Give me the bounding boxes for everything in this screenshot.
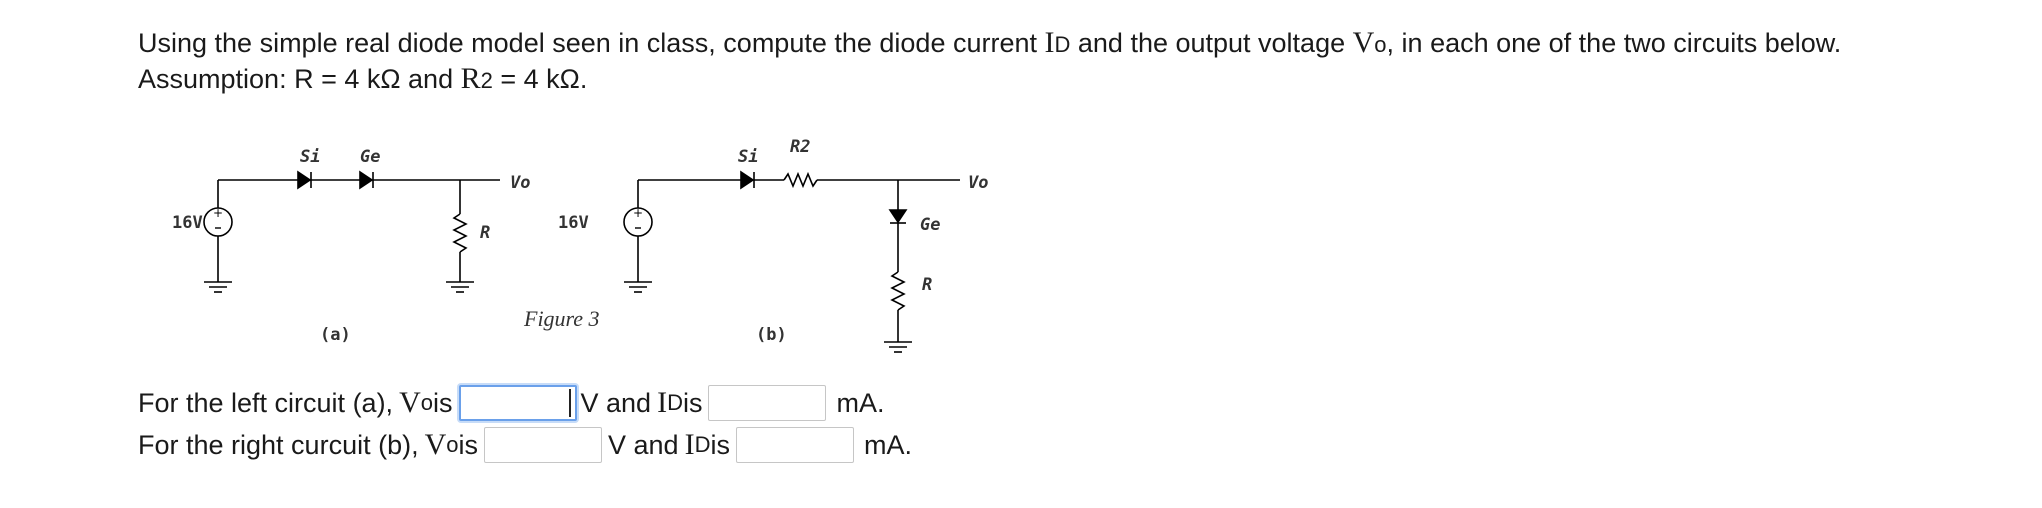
question-text-part: and the output voltage [1070, 28, 1353, 58]
resistor-r2-b-icon [783, 171, 818, 189]
assumption-text: Assumption: R = 4 kΩ and [138, 64, 461, 94]
answer-b-id-symbol: I [684, 428, 695, 461]
answer-a-id-symbol: I [657, 386, 668, 419]
svg-text:+: + [633, 206, 643, 220]
answer-a-vo-subscript: o [420, 390, 433, 415]
vo-b-input[interactable] [484, 427, 603, 463]
answer-a-id-subscript: D [667, 390, 683, 415]
output-voltage-symbol: V [1352, 26, 1375, 59]
question-text-part: Using the simple real diode model seen i… [138, 28, 1045, 58]
answer-b-is-text: is [458, 429, 479, 460]
source-b-label: 16V [558, 213, 589, 233]
question-text-part: , in each one of the two circuits below. [1386, 28, 1842, 58]
answer-a-unit: mA. [836, 387, 885, 418]
assumption-text: = 4 kΩ. [492, 64, 588, 94]
diode-current-symbol: I [1044, 26, 1055, 59]
diode-si-a-icon [297, 170, 312, 190]
question-line-1: Using the simple real diode model seen i… [138, 26, 2018, 62]
circuit-a [203, 170, 500, 293]
question-line-2: Assumption: R = 4 kΩ and R2 = 4 kΩ. [138, 62, 2018, 98]
answer-b-vo-symbol: V [424, 428, 447, 461]
diode-current-subscript: D [1054, 32, 1071, 57]
diode-ge-a-label: Ge [360, 147, 380, 167]
output-b-label: Vo [968, 173, 988, 193]
svg-text:+: + [213, 206, 223, 220]
answer-a-is-text: is [682, 387, 703, 418]
resistor-r-a-icon [452, 213, 468, 253]
output-a-label: Vo [510, 173, 530, 193]
answer-b-unit: mA. [863, 429, 912, 460]
resistor-r-b-label: R [922, 275, 932, 295]
diode-si-b-label: Si [738, 147, 758, 167]
answer-a-is-text: is [433, 387, 453, 418]
id-a-input[interactable] [708, 385, 827, 421]
circuit-diagram: + + 16V Si Ge R Vo (a) Figure 3 16V Si R… [172, 137, 988, 353]
circuit-b-label: (b) [756, 325, 787, 345]
diode-ge-a-icon [359, 170, 374, 190]
resistor-r-b-icon [890, 271, 906, 311]
circuit-a-label: (a) [320, 325, 351, 345]
answer-b-id-subscript: D [694, 432, 711, 457]
answer-b-mid-text: V and [608, 429, 679, 460]
answer-b-vo-subscript: o [446, 432, 459, 457]
vo-a-input[interactable] [458, 385, 577, 421]
resistor-r2-b-label: R2 [790, 137, 810, 157]
diode-ge-b-label: Ge [920, 215, 940, 235]
output-voltage-subscript: o [1374, 32, 1387, 57]
diode-ge-b-icon [888, 209, 908, 224]
text-cursor [568, 389, 571, 417]
answer-b-is-text: is [710, 429, 730, 460]
source-a-label: 16V [172, 213, 203, 233]
figure-caption: Figure 3 [523, 306, 600, 331]
resistor-r-a-label: R [480, 223, 490, 243]
diode-si-b-icon [740, 170, 755, 190]
r2-symbol: R [460, 62, 481, 95]
question-text: Using the simple real diode model seen i… [138, 26, 2018, 98]
circuit-b [623, 170, 960, 353]
answer-a-vo-symbol: V [399, 386, 421, 419]
r2-subscript: 2 [480, 68, 493, 93]
id-b-input[interactable] [735, 427, 854, 463]
answer-b-prefix: For the right curcuit (b), [138, 429, 419, 460]
answer-a-mid-text: V and [580, 387, 652, 418]
circuit-figure: + + 16V Si Ge R Vo (a) Figure 3 16V Si R… [138, 122, 988, 367]
diode-si-a-label: Si [300, 147, 320, 167]
answer-a-prefix: For the left circuit (a), [138, 387, 394, 418]
